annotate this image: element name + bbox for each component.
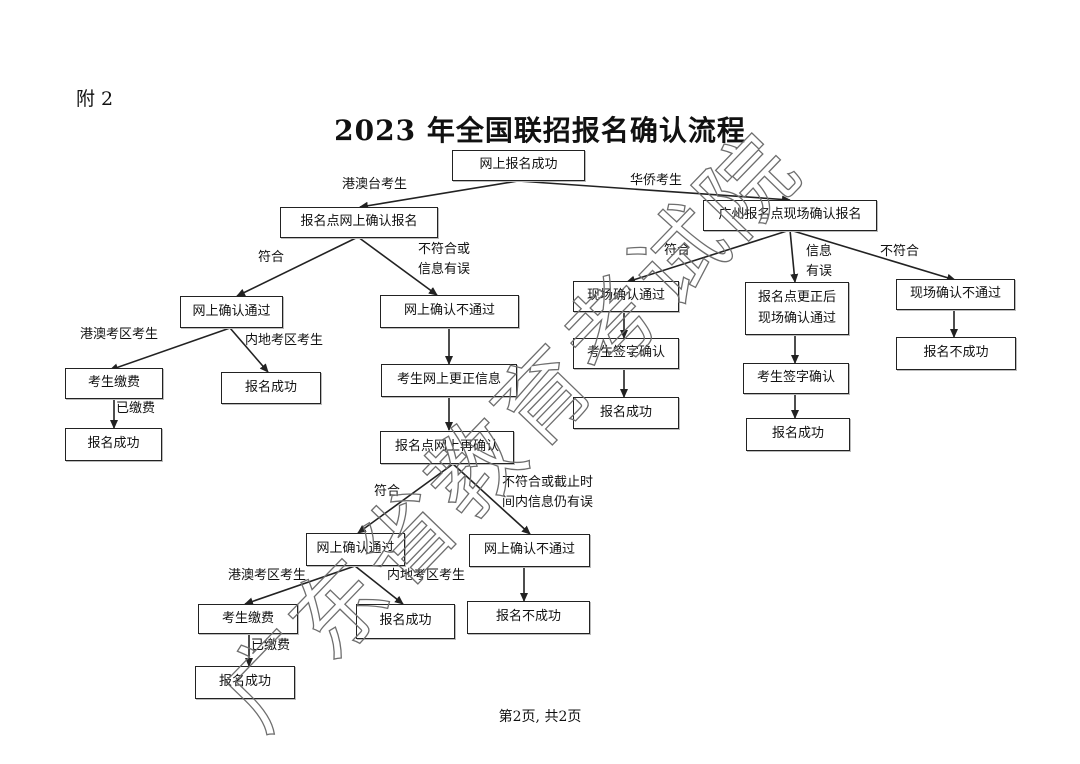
edge-n2-n5 (357, 236, 438, 296)
node-candidate-sign-confirm: 考生签字确认 (573, 338, 679, 369)
label-line: 有误 (806, 264, 833, 280)
edge-n10-n12 (452, 463, 531, 535)
label-mainland-region: 内地考区考生 (245, 333, 324, 348)
edge-n4-n6 (109, 327, 231, 372)
edge-n2-n4 (236, 236, 359, 297)
node-registration-success: 报名成功 (356, 604, 455, 639)
node-onsite-confirm-pass: 现场确认通过 (573, 281, 679, 312)
label-line: 信息 (806, 244, 833, 259)
page-title: 2023 年全国联招报名确认流程 (334, 114, 746, 147)
node-online-confirm-pass: 网上确认通过 (180, 296, 283, 328)
label-ineligible: 不符合 (880, 244, 920, 259)
node-registration-success: 报名成功 (746, 418, 850, 451)
label-paid: 已缴费 (251, 638, 291, 653)
node-registration-success: 报名成功 (573, 397, 679, 429)
node-online-registration-success: 网上报名成功 (452, 150, 585, 181)
label-line: 信息有误 (418, 262, 471, 278)
node-candidate-sign-confirm: 考生签字确认 (743, 363, 849, 394)
node-registration-failed: 报名不成功 (467, 601, 590, 634)
label-ineligible-or-deadline: 不符合或截止时 间内信息仍有误 (502, 473, 593, 513)
node-candidate-correct-info: 考生网上更正信息 (381, 364, 517, 397)
annex-label: 附 2 (76, 88, 114, 110)
edge-n10-n11 (357, 463, 454, 534)
node-online-confirm-registration: 报名点网上确认报名 (280, 207, 438, 238)
node-online-confirm-pass: 网上确认通过 (306, 533, 405, 566)
node-registration-success: 报名成功 (195, 666, 295, 699)
label-hk-macao-region: 港澳考区考生 (228, 568, 307, 583)
page-footer: 第2页, 共2页 (498, 709, 582, 725)
label-paid: 已缴费 (116, 401, 156, 416)
node-online-confirm-fail: 网上确认不通过 (380, 295, 519, 328)
label-eligible: 符合 (374, 484, 401, 499)
node-onsite-confirm-fail: 现场确认不通过 (896, 279, 1015, 310)
label-line: 不符合或 (418, 242, 471, 257)
label-mainland-region: 内地考区考生 (387, 568, 466, 583)
label-overseas-chinese: 华侨考生 (630, 173, 683, 188)
edge-n11-n14 (354, 565, 404, 605)
label-ineligible-or-error: 不符合或 信息有误 (418, 240, 470, 280)
node-candidate-payment: 考生缴费 (198, 604, 298, 634)
node-reconfirm-online: 报名点网上再确认 (380, 431, 514, 464)
node-candidate-payment: 考生缴费 (65, 368, 163, 399)
node-online-confirm-fail: 网上确认不通过 (469, 534, 590, 567)
node-registration-success: 报名成功 (221, 372, 321, 404)
node-line: 现场确认通过 (757, 310, 836, 326)
edge-n1-n3 (517, 180, 791, 204)
label-eligible: 符合 (664, 243, 691, 258)
edge-n1-n2 (359, 180, 519, 210)
node-corrected-onsite-pass: 报名点更正后 现场确认通过 (745, 282, 849, 335)
node-line: 报名点更正后 (757, 289, 836, 305)
node-guangzhou-onsite-confirm: 广州报名点现场确认报名 (703, 200, 877, 231)
node-registration-failed: 报名不成功 (896, 337, 1016, 370)
edge-n11-n13 (244, 565, 356, 606)
label-info-error: 信息 有误 (806, 242, 832, 282)
edge-n3-n17 (626, 229, 791, 284)
node-registration-success: 报名成功 (65, 428, 162, 461)
label-hk-macao-taiwan: 港澳台考生 (342, 177, 408, 192)
label-line: 间内信息仍有误 (502, 495, 594, 511)
edge-n3-n18 (789, 229, 799, 283)
label-hk-macao-region: 港澳考区考生 (80, 327, 159, 342)
edge-n4-n7 (229, 327, 269, 373)
label-eligible: 符合 (258, 250, 285, 265)
edge-n3-n19 (789, 229, 956, 282)
label-line: 不符合或截止时 (502, 475, 594, 490)
